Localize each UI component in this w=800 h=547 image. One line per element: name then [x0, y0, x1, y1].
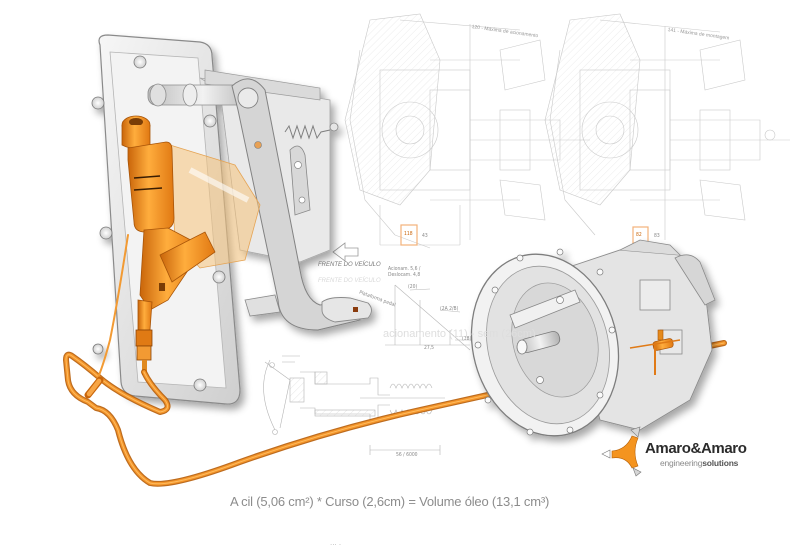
box-b-side: 83 [654, 233, 660, 239]
logo-tagline-bold: solutions [702, 458, 739, 468]
travel-note: Acionam. 5,6 / Deslocam. 4,8 [388, 266, 421, 278]
logo-name: Amaro&Amaro [645, 440, 747, 457]
watermark-text: acionamento (11) - sem (26cm) [383, 328, 536, 340]
box-b-value: 82 [636, 232, 642, 238]
diagram-label-1: (20) [408, 284, 418, 290]
dim-label-1: 27,5 [424, 345, 435, 351]
front-of-vehicle-label: FRENTE DO VEÍCULO [318, 262, 381, 268]
dim-label-2: 56 / 6000 [396, 452, 418, 458]
transmission-housing [470, 239, 716, 437]
clutch-pedal [231, 78, 361, 331]
front-arrow-icon [332, 242, 359, 262]
tri-arm-orange-logo-icon [601, 426, 642, 477]
diagram-label-2: (2A 2/B) [440, 306, 459, 312]
cylinder-section-drawing [263, 355, 445, 455]
front-of-vehicle-ghost-label: FRENTE DO VEÍCULO [318, 278, 381, 284]
highlight-box-a [400, 224, 418, 246]
logo-tagline-light: engineering [660, 458, 703, 468]
truncated-caption-line: ... . [330, 538, 342, 547]
box-a-value: 118 [404, 231, 413, 237]
diagram-label-3: (18) [462, 336, 472, 342]
clutch-pedal-pad [321, 297, 372, 323]
technical-drawing-b [544, 13, 790, 240]
company-logo: Amaro&Amaro engineeringsolutions [590, 428, 780, 476]
slave-cylinder [629, 329, 681, 375]
oil-volume-formula: A cil (5,06 cm²) * Curso (2,6cm) = Volum… [230, 494, 550, 509]
logo-tagline: engineeringsolutions [660, 458, 738, 468]
force-travel-diagram [385, 284, 475, 351]
clutch-master-cylinder [121, 115, 261, 375]
box-a-side: 43 [422, 233, 428, 239]
technical-drawing-a [344, 13, 590, 249]
